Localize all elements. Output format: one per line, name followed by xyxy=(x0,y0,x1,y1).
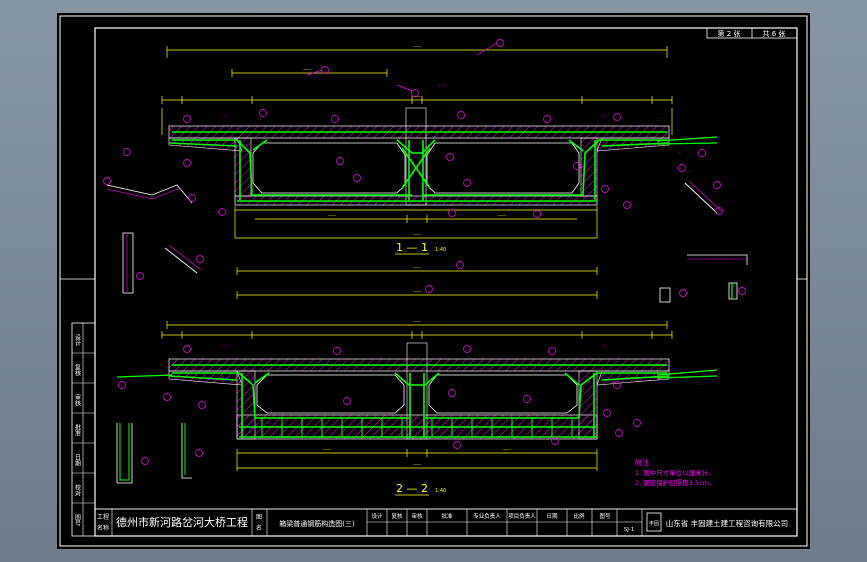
svg-text:——: —— xyxy=(413,289,421,294)
sheet-ref: SJ-1 xyxy=(624,527,634,533)
notes-line-1: 1. 图中尺寸单位以厘米计。 xyxy=(635,468,715,477)
svg-text:——: —— xyxy=(413,232,421,237)
left-label-4: 批准 xyxy=(74,423,81,437)
svg-text:∷∷: ∷∷ xyxy=(697,381,703,386)
svg-text:∷∷: ∷∷ xyxy=(222,113,228,118)
project-name: 德州市新河路岔河大桥工程 xyxy=(116,515,248,529)
outer-frame xyxy=(59,15,808,547)
section-2-u-bar-details xyxy=(116,423,203,484)
sheet-total: 共 6 张 xyxy=(763,29,786,38)
section-1-dimension-lines xyxy=(161,46,673,239)
svg-text:——: —— xyxy=(413,462,421,467)
section-2-stirrups xyxy=(261,418,573,437)
drawing-no-label: 图号 xyxy=(599,512,611,520)
left-label-5: 日期 xyxy=(74,454,81,467)
company-name: 山东省 丰固建土建工程咨询有限公司 xyxy=(666,518,788,528)
section-2-rebar xyxy=(168,364,670,438)
title-block: 工程 名称 德州市新河路岔河大桥工程 图 名 箱梁普通钢筋构造图(三) 设计 复… xyxy=(94,508,798,537)
left-label-column: 设计 复核 审核 批准 日期 校对 图号 xyxy=(71,322,96,537)
svg-text:——: —— xyxy=(323,447,331,452)
svg-text:——: —— xyxy=(303,67,311,72)
inner-frame xyxy=(94,27,798,537)
section-1-scale: 1:40 xyxy=(435,247,446,253)
role-specialty-lead: 专业负责人 xyxy=(473,512,501,520)
svg-text:∷∷: ∷∷ xyxy=(687,169,693,174)
project-label-bottom: 名称 xyxy=(97,524,109,532)
svg-text:∷∷: ∷∷ xyxy=(657,373,663,378)
drawing-label-top: 图 xyxy=(256,514,262,521)
svg-text:∷∷: ∷∷ xyxy=(222,343,228,348)
svg-text:——: —— xyxy=(503,447,511,452)
role-review: 复核 xyxy=(391,512,403,520)
drawing-label-bottom: 名 xyxy=(256,524,262,532)
project-label-top: 工程 xyxy=(97,513,109,521)
left-label-7: 图号 xyxy=(74,514,81,527)
svg-text:——: —— xyxy=(498,213,506,218)
sheet-header: 第 2 张 共 6 张 xyxy=(706,27,798,39)
section-2-callouts xyxy=(118,261,641,449)
scale-label: 比例 xyxy=(573,512,585,520)
svg-text:∷∷∷∷: ∷∷∷∷ xyxy=(437,83,448,88)
company-logo: 丰固 xyxy=(646,512,662,532)
section-1-left-detail xyxy=(106,184,193,204)
section-1-title: 1 — 1 xyxy=(396,241,428,254)
role-audit: 审核 xyxy=(411,512,423,520)
section-1-right-detail xyxy=(684,180,722,214)
company-logo-text: 丰固 xyxy=(649,520,659,527)
left-label-3: 审核 xyxy=(74,393,81,407)
svg-text:∷∷: ∷∷ xyxy=(602,113,608,118)
left-label-1: 设计 xyxy=(74,333,81,347)
section-2-scale: 1:40 xyxy=(435,488,446,494)
notes-line-2: 2. 钢筋保护层厚度3.5cm。 xyxy=(635,478,716,487)
notes-heading: 附注 xyxy=(635,458,649,467)
drawing-sheet: 第 2 张 共 6 张 xyxy=(57,13,810,549)
svg-text:——: —— xyxy=(413,265,421,270)
section-1-rebar xyxy=(168,131,670,202)
svg-text:∷∷: ∷∷ xyxy=(677,151,683,156)
svg-text:∷∷: ∷∷ xyxy=(602,343,608,348)
svg-text:——: —— xyxy=(328,213,336,218)
svg-text:——: —— xyxy=(413,44,421,49)
section-1-1-drawing: —— —— —— —— —— —— xyxy=(103,39,723,255)
left-label-2: 复核 xyxy=(74,363,81,377)
sheet-number: 第 2 张 xyxy=(718,29,741,38)
section-2-2-drawing: —— —— —— —— —— —— xyxy=(116,261,718,496)
role-design: 设计 xyxy=(371,512,383,520)
notes-block: 附注 1. 图中尺寸单位以厘米计。 2. 钢筋保护层厚度3.5cm。 xyxy=(635,458,716,487)
detail-rebar-shapes xyxy=(122,232,748,303)
section-2-dimension-lines xyxy=(161,267,673,471)
svg-text:∷∷: ∷∷ xyxy=(657,117,663,122)
left-label-6: 校对 xyxy=(74,483,81,496)
drawing-canvas: 第 2 张 共 6 张 xyxy=(59,15,808,547)
svg-text:——: —— xyxy=(413,319,421,324)
section-2-title: 2 — 2 xyxy=(396,482,428,495)
role-approve: 批准 xyxy=(441,512,453,520)
drawing-name: 箱梁普通钢筋构造图(三) xyxy=(279,519,355,528)
role-project-lead: 项目负责人 xyxy=(508,512,536,520)
section-1-callouts xyxy=(103,39,723,218)
date-label: 日期 xyxy=(546,513,558,520)
svg-text:——: —— xyxy=(413,94,421,99)
